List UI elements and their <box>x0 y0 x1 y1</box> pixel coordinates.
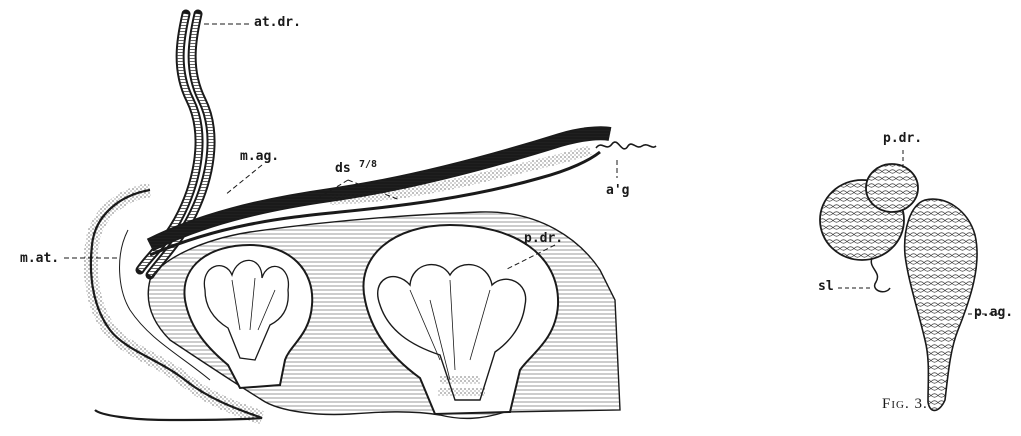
label-prostate-gland-left: p.dr. <box>524 232 563 245</box>
label-atrial-duct: at.dr. <box>254 16 301 29</box>
sperm-duct <box>871 258 890 292</box>
label-muscular-atrium: m.at. <box>20 252 59 265</box>
right-figure <box>820 150 1002 410</box>
accessory-gland-thread <box>596 142 656 149</box>
label-muscular-accessory-gland: m.ag. <box>240 150 279 163</box>
label-penial-accessory-gland: p.ag. <box>974 306 1013 319</box>
label-accessory-gland: a'g <box>606 184 629 197</box>
figure-caption: Fig. 3. <box>882 397 928 412</box>
left-figure <box>64 14 656 420</box>
label-prostate-gland-right: p.dr. <box>883 132 922 145</box>
prostate-lobe-small <box>866 164 918 212</box>
label-ds-fraction: 7/8 <box>359 160 377 170</box>
label-sperm-duct: sl <box>818 280 834 293</box>
penial-accessory-gland <box>905 199 977 410</box>
label-ds: ds <box>335 162 351 175</box>
